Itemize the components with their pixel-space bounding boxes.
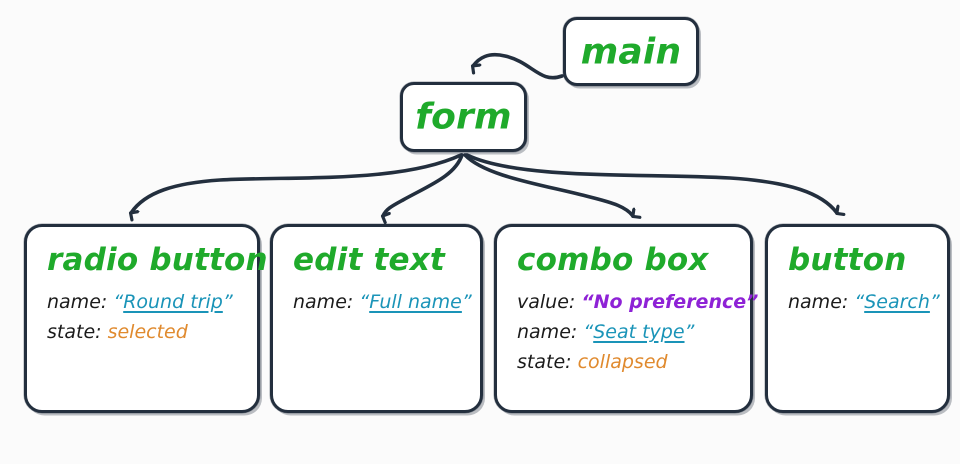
prop-key: name: xyxy=(788,291,849,313)
node-combo-box-props: value: “No preference” name: “Seat type”… xyxy=(517,287,758,377)
node-main-role: main xyxy=(580,31,682,72)
prop-value: selected xyxy=(107,321,188,343)
quote-open: “ xyxy=(359,291,370,313)
edge-form-to-edit-text xyxy=(383,153,464,216)
quote-close: ” xyxy=(461,291,472,313)
node-button[interactable]: button name: “Search” xyxy=(765,224,950,413)
prop-key: name: xyxy=(293,291,354,313)
quote-open: “ xyxy=(583,321,594,343)
edge-form-to-button xyxy=(465,153,837,213)
prop-state: state: collapsed xyxy=(517,347,738,377)
prop-key: name: xyxy=(517,321,578,343)
prop-value-text: No preference xyxy=(593,291,747,313)
prop-value-text: collapsed xyxy=(577,351,668,373)
quote-close: ” xyxy=(929,291,940,313)
node-button-props: name: “Search” xyxy=(788,287,940,317)
node-edit-text-role: edit text xyxy=(293,242,445,278)
node-main[interactable]: main xyxy=(563,17,699,86)
prop-name: name: “Search” xyxy=(788,287,940,317)
node-form-role: form xyxy=(415,96,512,138)
prop-name: name: “Full name” xyxy=(293,287,472,317)
quote-open: “ xyxy=(581,291,594,313)
node-edit-text-props: name: “Full name” xyxy=(293,287,472,317)
prop-value: value: “No preference” xyxy=(517,287,758,317)
prop-key: name: xyxy=(47,291,108,313)
edge-form-to-radio-button xyxy=(131,153,463,213)
quote-open: “ xyxy=(113,291,124,313)
prop-value: Search xyxy=(864,291,930,313)
quote-close: ” xyxy=(746,291,759,313)
quote-close: ” xyxy=(684,321,695,343)
node-button-role: button xyxy=(788,242,907,278)
prop-key: state: xyxy=(517,351,572,373)
edge-main-to-form xyxy=(473,52,564,80)
quote-open: “ xyxy=(854,291,865,313)
prop-name: name: “Seat type” xyxy=(517,317,738,347)
prop-state: state: selected xyxy=(47,317,245,347)
node-radio-button-role: radio button xyxy=(47,242,268,278)
node-form[interactable]: form xyxy=(400,82,527,152)
node-radio-button-props: name: “Round trip” state: selected xyxy=(47,287,245,347)
prop-value-text: Seat type xyxy=(593,321,685,343)
node-radio-button[interactable]: radio button name: “Round trip” state: s… xyxy=(24,224,268,413)
edge-form-to-combo-box xyxy=(463,153,633,216)
prop-value: Full name xyxy=(369,291,462,313)
node-edit-text[interactable]: edit text name: “Full name” xyxy=(270,224,483,413)
quote-close: ” xyxy=(222,291,233,313)
prop-key: value: xyxy=(517,291,576,313)
node-combo-box-role: combo box xyxy=(517,242,709,278)
prop-value: Round trip xyxy=(123,291,223,313)
node-combo-box[interactable]: combo box value: “No preference” name: “… xyxy=(494,224,758,413)
prop-name: name: “Round trip” xyxy=(47,287,245,317)
prop-key: state: xyxy=(47,321,102,343)
